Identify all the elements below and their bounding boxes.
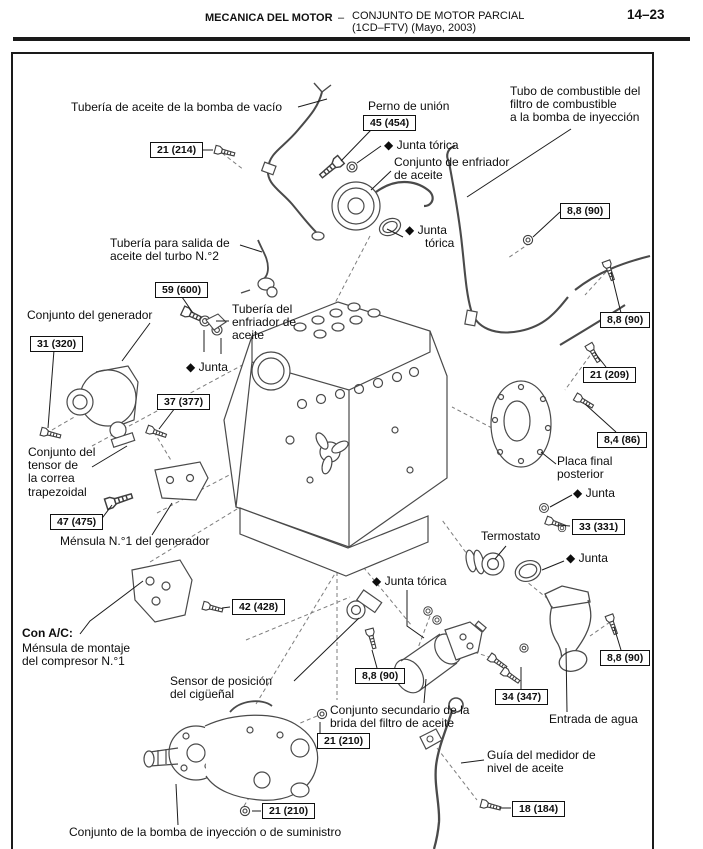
torque-box-t37-377: 37 (377) (157, 394, 211, 410)
torque-box-t33-331: 33 (331) (572, 519, 626, 535)
page-number: 14–23 (627, 7, 665, 22)
label-conjunto-generador: Conjunto del generador (27, 308, 153, 322)
header-dash: – (338, 12, 345, 24)
label-conjunto-secundario-brida: Conjunto secundario de la brida del filt… (330, 703, 470, 731)
header-section: MECANICA DEL MOTOR (205, 12, 333, 24)
header-title-line1: CONJUNTO DE MOTOR PARCIAL (352, 10, 525, 22)
label-termostato: Termostato (481, 529, 541, 543)
label-junta-izquierda: ◆ Junta (186, 360, 228, 374)
label-mensula-compresor: Ménsula de montaje del compresor N.°1 (22, 641, 131, 669)
torque-box-t59-600: 59 (600) (155, 282, 209, 298)
header-title-line2: (1CD–FTV) (Mayo, 2003) (352, 22, 477, 34)
label-conjunto-bomba-inyeccion: Conjunto de la bomba de inyección o de s… (69, 825, 342, 839)
label-con-ac: Con A/C: (22, 626, 73, 640)
label-tuberia-salida-turbo: Tubería para salida de aceite del turbo … (110, 236, 230, 264)
label-entrada-de-agua: Entrada de agua (549, 712, 638, 726)
torque-box-t21-210-sup: 21 (210) (317, 733, 371, 749)
label-tuberia-aceite-bomba-vacio: Tubería de aceite de la bomba de vacío (71, 100, 283, 114)
torque-box-t84-86: 8,4 (86) (597, 432, 648, 448)
label-tuberia-enfriador-aceite: Tubería del enfriador de aceite (232, 302, 297, 343)
torque-box-t21-209: 21 (209) (583, 367, 637, 383)
label-junta-torica-superior: ◆ Junta tórica (384, 138, 459, 152)
torque-box-t47-475: 47 (475) (50, 514, 104, 530)
label-perno-de-union: Perno de unión (368, 99, 450, 113)
label-conjunto-enfriador-aceite: Conjunto de enfriador de aceite (394, 155, 510, 183)
label-placa-final-posterior: Placa final posterior (557, 454, 613, 482)
label-junta-torica-enfriador: ◆ Junta tórica (405, 223, 455, 251)
torque-box-t18-184: 18 (184) (512, 801, 566, 817)
label-junta-torica-central: ◆ Junta tórica (372, 574, 447, 588)
torque-box-t88-90-der-sup: 8,8 (90) (600, 312, 651, 328)
label-junta-placa: ◆ Junta (573, 486, 615, 500)
torque-box-t88-90-sensor: 8,8 (90) (355, 668, 406, 684)
header-rule (13, 37, 690, 41)
diagram-frame (11, 52, 654, 849)
torque-box-t21-214: 21 (214) (150, 142, 204, 158)
torque-box-t34-347: 34 (347) (495, 689, 549, 705)
torque-box-t21-210-inf: 21 (210) (262, 803, 316, 819)
torque-box-t42-428: 42 (428) (232, 599, 286, 615)
torque-box-t45-454: 45 (454) (363, 115, 417, 131)
label-conjunto-tensor: Conjunto del tensor de la correa trapezo… (28, 445, 96, 499)
label-guia-medidor-aceite: Guía del medidor de nivel de aceite (487, 748, 596, 776)
torque-box-t88-90-entrada: 8,8 (90) (600, 650, 651, 666)
label-junta-termostato: ◆ Junta (566, 551, 608, 565)
torque-box-t88-90-tubo: 8,8 (90) (560, 203, 611, 219)
label-tubo-combustible: Tubo de combustible del filtro de combus… (510, 84, 641, 125)
label-mensula-n1-generador: Ménsula N.°1 del generador (60, 534, 210, 548)
torque-box-t31-320: 31 (320) (30, 336, 84, 352)
label-sensor-posicion-ciguenal: Sensor de posición del cigüeñal (170, 674, 273, 702)
